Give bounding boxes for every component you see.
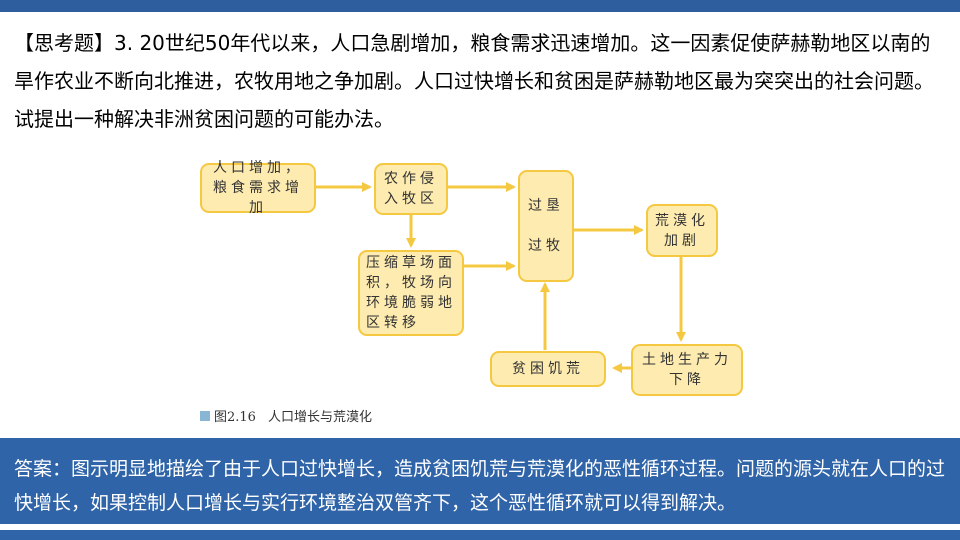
node-land-productivity: 土地生产力 下降 xyxy=(631,344,743,396)
answer-text: 答案：图示明显地描绘了由于人口过快增长，造成贫困饥荒与荒漠化的恶性循环过程。问题… xyxy=(14,458,946,514)
node-overuse: 过垦 过牧 xyxy=(518,170,574,282)
caption-square-icon xyxy=(200,410,210,421)
node-farming-invasion: 农作侵 入牧区 xyxy=(374,163,448,215)
top-decor-bar xyxy=(0,0,960,12)
node-population-increase: 人口增加， 粮食需求增加 xyxy=(200,160,316,216)
answer-panel: 答案：图示明显地描绘了由于人口过快增长，造成贫困饥荒与荒漠化的恶性循环过程。问题… xyxy=(0,438,960,524)
node-compress-grassland: 压缩草场面 积，牧场向 环境脆弱地 区转移 xyxy=(358,250,464,336)
node-desertification: 荒漠化 加剧 xyxy=(646,204,718,257)
question-text: 【思考题】3. 20世纪50年代以来，人口急剧增加，粮食需求迅速增加。这一因素促… xyxy=(14,31,934,131)
node-poverty-famine: 贫困饥荒 xyxy=(490,351,606,387)
bottom-decor-bar xyxy=(0,530,960,540)
figure-caption: 图2.16 人口增长与荒漠化 xyxy=(200,406,372,425)
caption-number: 图2.16 xyxy=(214,410,256,425)
caption-title: 人口增长与荒漠化 xyxy=(267,410,372,425)
